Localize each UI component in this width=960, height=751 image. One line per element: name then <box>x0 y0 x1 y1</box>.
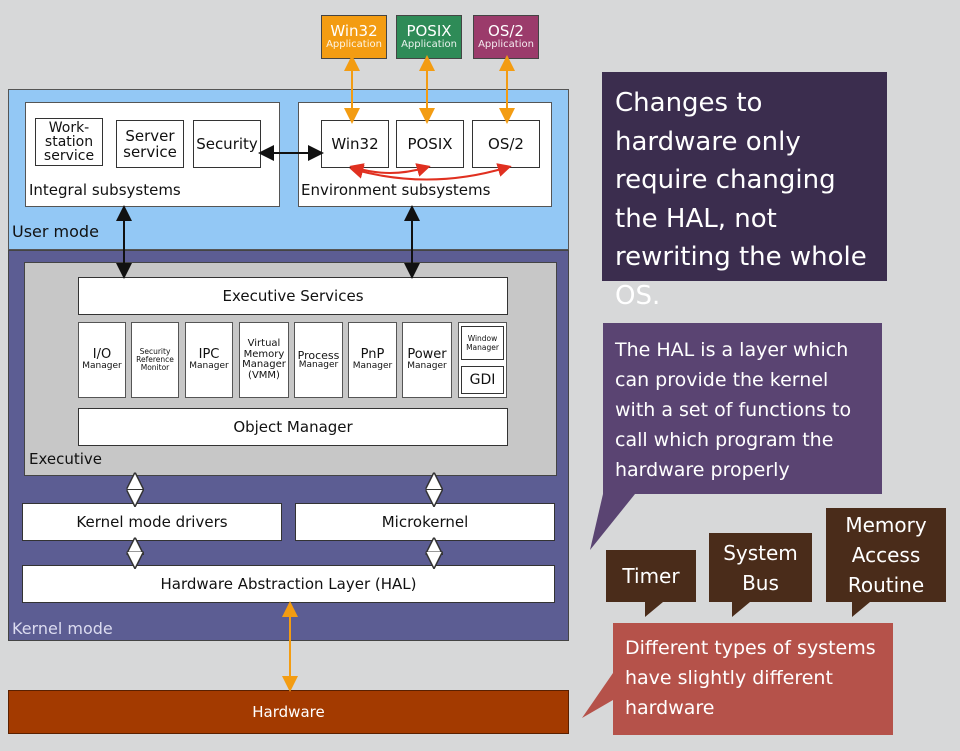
io-manager: I/O Manager <box>78 322 126 398</box>
posix-application: POSIX Application <box>396 15 462 59</box>
timer-tag-tail <box>645 602 663 617</box>
memory-access-routine-tag: Memory Access Routine <box>826 508 946 602</box>
app-sub: Application <box>326 39 382 50</box>
manager-sub: Manager <box>407 361 447 372</box>
workstation-service: Work- station service <box>35 118 103 166</box>
different-systems-text: Different types of systems have slightly… <box>625 637 876 719</box>
executive-label: Executive <box>29 450 103 468</box>
microkernel: Microkernel <box>295 503 555 541</box>
ipc-manager: IPC Manager <box>185 322 233 398</box>
manager-title: Virtual Memory Manager (VMM) <box>242 338 286 381</box>
changes-callout: Changes to hardware only require changin… <box>602 72 887 311</box>
gdi: GDI <box>461 366 504 394</box>
os2-application: OS/2 Application <box>473 15 539 59</box>
system-bus-tag-tail <box>732 602 750 617</box>
integral-subsystems-label: Integral subsystems <box>29 181 181 199</box>
manager-sub: Manager <box>82 361 122 372</box>
app-name: Win32 <box>330 22 378 40</box>
hardware: Hardware <box>8 690 569 734</box>
app-sub: Application <box>478 39 534 50</box>
app-name: OS/2 <box>488 22 524 40</box>
kernel-mode-drivers: Kernel mode drivers <box>22 503 282 541</box>
executive-services: Executive Services <box>78 277 508 315</box>
manager-title: Power <box>407 347 447 363</box>
manager-sub: Manager <box>189 361 229 372</box>
manager-sub: Manager <box>352 361 393 372</box>
manager-title: PnP <box>360 347 385 363</box>
window-manager: Window Manager <box>461 326 504 360</box>
object-manager: Object Manager <box>78 408 508 446</box>
user-mode-label: User mode <box>12 222 99 241</box>
manager-sub: Manager <box>298 360 339 371</box>
kernel-mode-label: Kernel mode <box>12 619 113 638</box>
security-reference-monitor: Security Reference Monitor <box>131 322 179 398</box>
app-name: POSIX <box>406 22 452 40</box>
different-callout-tail <box>582 673 613 718</box>
posix-subsystem: POSIX <box>396 120 464 168</box>
win32-application: Win32 Application <box>321 15 387 59</box>
different-systems-callout: Different types of systems have slightly… <box>613 623 893 735</box>
win32-subsystem: Win32 <box>321 120 389 168</box>
hal-description-text: The HAL is a layer which can provide the… <box>615 339 852 481</box>
manager-title: Process <box>297 348 340 362</box>
manager-title: Security Reference Monitor <box>136 347 174 372</box>
server-service: Server service <box>116 120 184 168</box>
hardware-abstraction-layer: Hardware Abstraction Layer (HAL) <box>22 565 555 603</box>
hal-description-callout: The HAL is a layer which can provide the… <box>603 323 882 494</box>
timer-tag: Timer <box>606 550 696 602</box>
manager-title: IPC <box>198 347 220 363</box>
pnp-manager: PnP Manager <box>348 322 397 398</box>
environment-subsystems-label: Environment subsystems <box>301 181 491 199</box>
manager-title: I/O <box>92 347 112 363</box>
system-bus-tag: System Bus <box>709 533 812 602</box>
app-sub: Application <box>401 39 457 50</box>
os2-subsystem: OS/2 <box>472 120 540 168</box>
security-subsystem: Security <box>193 120 261 168</box>
changes-callout-text: Changes to hardware only require changin… <box>615 88 867 311</box>
hal-callout-tail <box>590 494 635 550</box>
virtual-memory-manager: Virtual Memory Manager (VMM) <box>239 322 289 398</box>
power-manager: Power Manager <box>402 322 452 398</box>
process-manager: Process Manager <box>294 322 343 398</box>
memory-tag-tail <box>852 602 870 617</box>
